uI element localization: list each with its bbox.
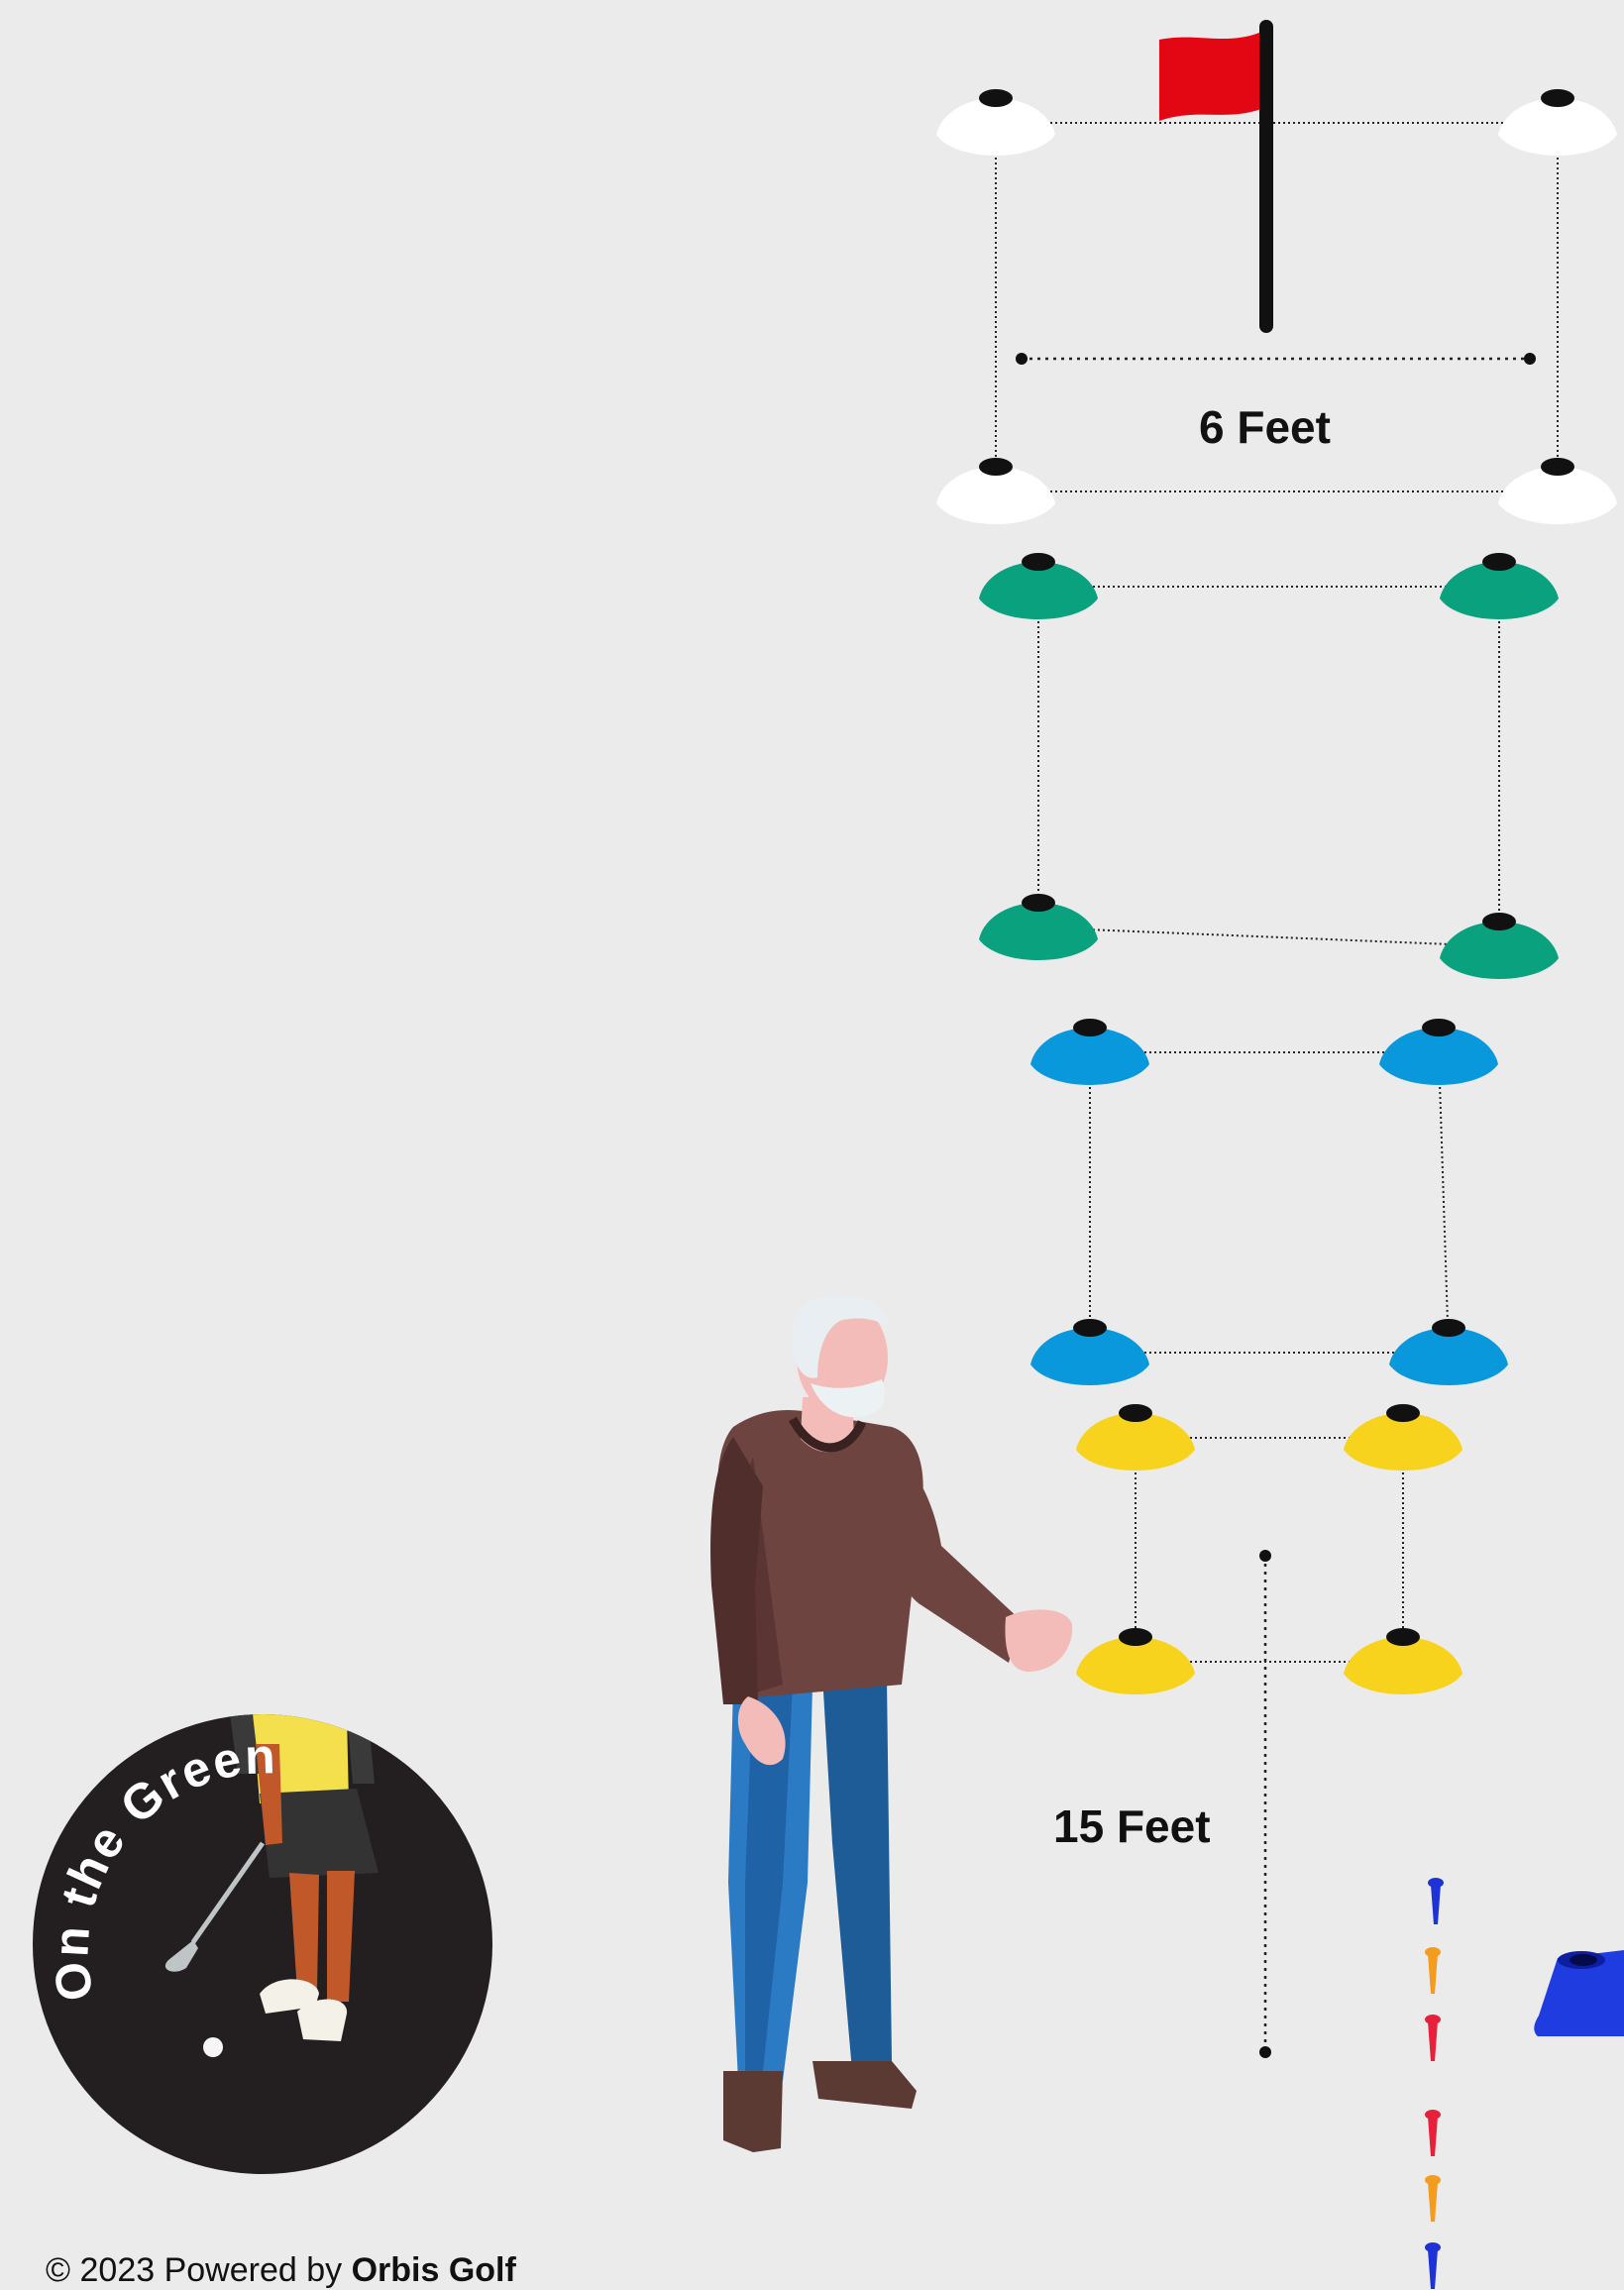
fifteen-feet-label: 15 Feet	[1053, 1800, 1211, 1852]
footer-prefix: © 2023 Powered by	[46, 2251, 343, 2289]
six-feet-label: 6 Feet	[1199, 401, 1331, 453]
cone-icon	[1030, 1019, 1149, 1085]
cone-icon	[1379, 1019, 1498, 1085]
cone-icon	[1498, 89, 1617, 156]
tee-icon	[1425, 2242, 1441, 2289]
tee-icon	[1425, 2175, 1441, 2222]
tee-icon	[1425, 2110, 1441, 2156]
six-feet-dimension	[1016, 353, 1536, 365]
footer-brand: Orbis Golf	[351, 2251, 516, 2289]
cone-icon	[936, 89, 1055, 156]
cone-icon	[1440, 913, 1559, 979]
flag-icon	[1159, 20, 1273, 333]
cone-icon	[936, 458, 1055, 524]
fifteen-feet-dimension	[1259, 1550, 1271, 2058]
cone-icon	[1076, 1628, 1195, 1694]
cone-icon	[1030, 1319, 1149, 1385]
tee-icon	[1425, 2015, 1441, 2061]
coach-figure	[710, 1295, 1073, 2152]
cone-icon	[1344, 1404, 1462, 1471]
cone-icon	[1389, 1319, 1508, 1385]
tee-group	[1425, 1878, 1444, 2289]
cone-icon	[979, 553, 1098, 619]
cone-icon	[1344, 1628, 1462, 1694]
tee-icon	[1428, 1878, 1444, 1924]
on-the-green-logo: On the Green	[33, 1714, 492, 2174]
cone-icon	[1498, 458, 1617, 524]
cone-icon	[979, 894, 1098, 960]
cone-icon	[1440, 553, 1559, 619]
cone-group	[936, 89, 1617, 1694]
large-blue-cone-icon	[1534, 1950, 1624, 2036]
cone-icon	[1076, 1404, 1195, 1471]
dotted-connectors	[995, 122, 1559, 1663]
footer-credit: © 2023 Powered by Orbis Golf	[46, 2251, 516, 2290]
tee-icon	[1425, 1947, 1441, 1994]
